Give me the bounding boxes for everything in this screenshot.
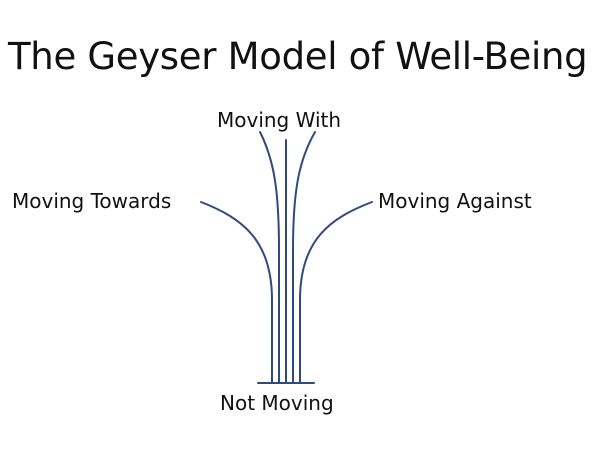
label-moving-towards: Moving Towards [12, 189, 172, 213]
label-not-moving: Not Moving [220, 391, 334, 415]
stream-against [299, 201, 373, 384]
label-moving-against: Moving Against [378, 189, 532, 213]
stream-towards [200, 201, 273, 384]
label-moving-with: Moving With [217, 108, 342, 132]
stream-with-left [259, 131, 280, 384]
stream-with-right [292, 131, 316, 384]
diagram-title: The Geyser Model of Well-Being [8, 35, 588, 78]
